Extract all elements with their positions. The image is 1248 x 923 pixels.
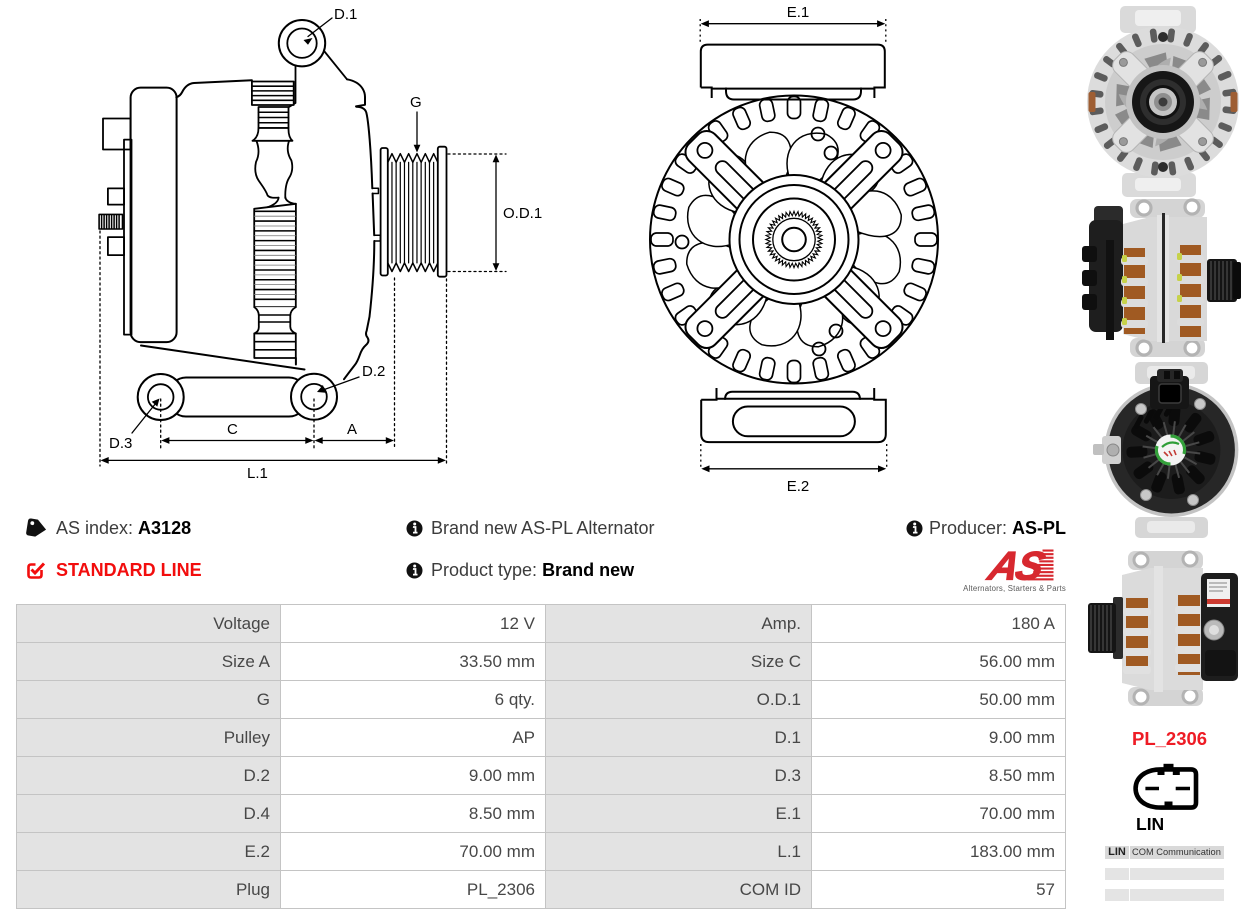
svg-text:D.1: D.1 <box>334 6 357 23</box>
svg-text:AS: AS <box>983 544 1050 588</box>
svg-text:O.D.1: O.D.1 <box>503 205 542 222</box>
svg-text:E.2: E.2 <box>787 478 810 495</box>
svg-text:A: A <box>347 421 357 438</box>
svg-text:Alternators, Starters & Parts: Alternators, Starters & Parts <box>963 584 1066 593</box>
svg-text:C: C <box>227 421 238 438</box>
svg-text:D.2: D.2 <box>362 363 385 380</box>
svg-text:D.3: D.3 <box>109 435 132 452</box>
svg-text:G: G <box>410 94 422 111</box>
svg-text:E.1: E.1 <box>787 4 810 21</box>
svg-text:L.1: L.1 <box>247 465 268 482</box>
